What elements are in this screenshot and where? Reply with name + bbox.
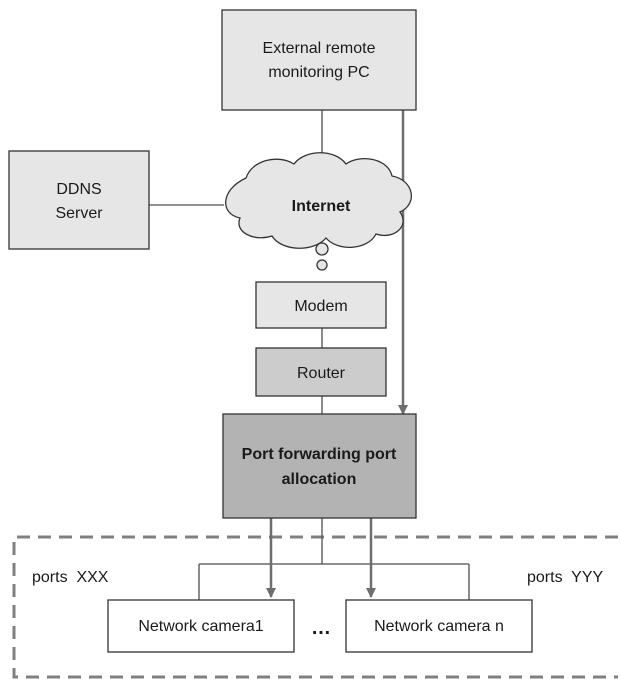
ddns-label-line1: DDNS	[56, 181, 101, 198]
local-network-boundary	[12, 535, 618, 679]
port-forwarding-label-line1: Port forwarding port	[242, 446, 397, 463]
ddns-server-node: DDNS Server	[8, 150, 150, 250]
modem-label: Modem	[294, 298, 347, 315]
external-pc-box	[221, 9, 417, 111]
ellipsis-label: …	[311, 617, 331, 639]
ports-right-label: ports YYY	[527, 569, 604, 586]
cloud-bubble-small	[316, 259, 328, 271]
network-camera-1-node: Network camera1	[107, 599, 295, 653]
modem-node: Modem	[255, 281, 387, 329]
port-forwarding-node: Port forwarding port allocation	[222, 413, 417, 519]
external-pc-node: External remote monitoring PC	[221, 9, 417, 111]
router-node: Router	[255, 347, 387, 397]
camera-n-label: Network camera n	[374, 618, 504, 635]
router-box	[255, 347, 387, 397]
external-pc-label-line1: External remote	[263, 40, 376, 57]
router-label: Router	[297, 365, 346, 382]
camera1-box	[107, 599, 295, 653]
modem-box	[255, 281, 387, 329]
cloud-icon	[225, 152, 412, 249]
port-forwarding-box	[222, 413, 417, 519]
camera1-label: Network camera1	[138, 618, 263, 635]
port-forwarding-label-line2: allocation	[282, 471, 357, 488]
ports-left-label: ports XXX	[32, 569, 109, 586]
internet-cloud-node: Internet	[225, 152, 412, 271]
ddns-label-line2: Server	[55, 205, 103, 222]
network-camera-n-node: Network camera n	[345, 599, 533, 653]
external-pc-label-line2: monitoring PC	[268, 64, 369, 81]
camera-n-box	[345, 599, 533, 653]
internet-label: Internet	[292, 198, 351, 215]
cloud-bubble-large	[315, 242, 329, 256]
forwarding-arrows	[266, 110, 408, 598]
connection-lines	[149, 110, 470, 600]
ddns-server-box	[8, 150, 150, 250]
